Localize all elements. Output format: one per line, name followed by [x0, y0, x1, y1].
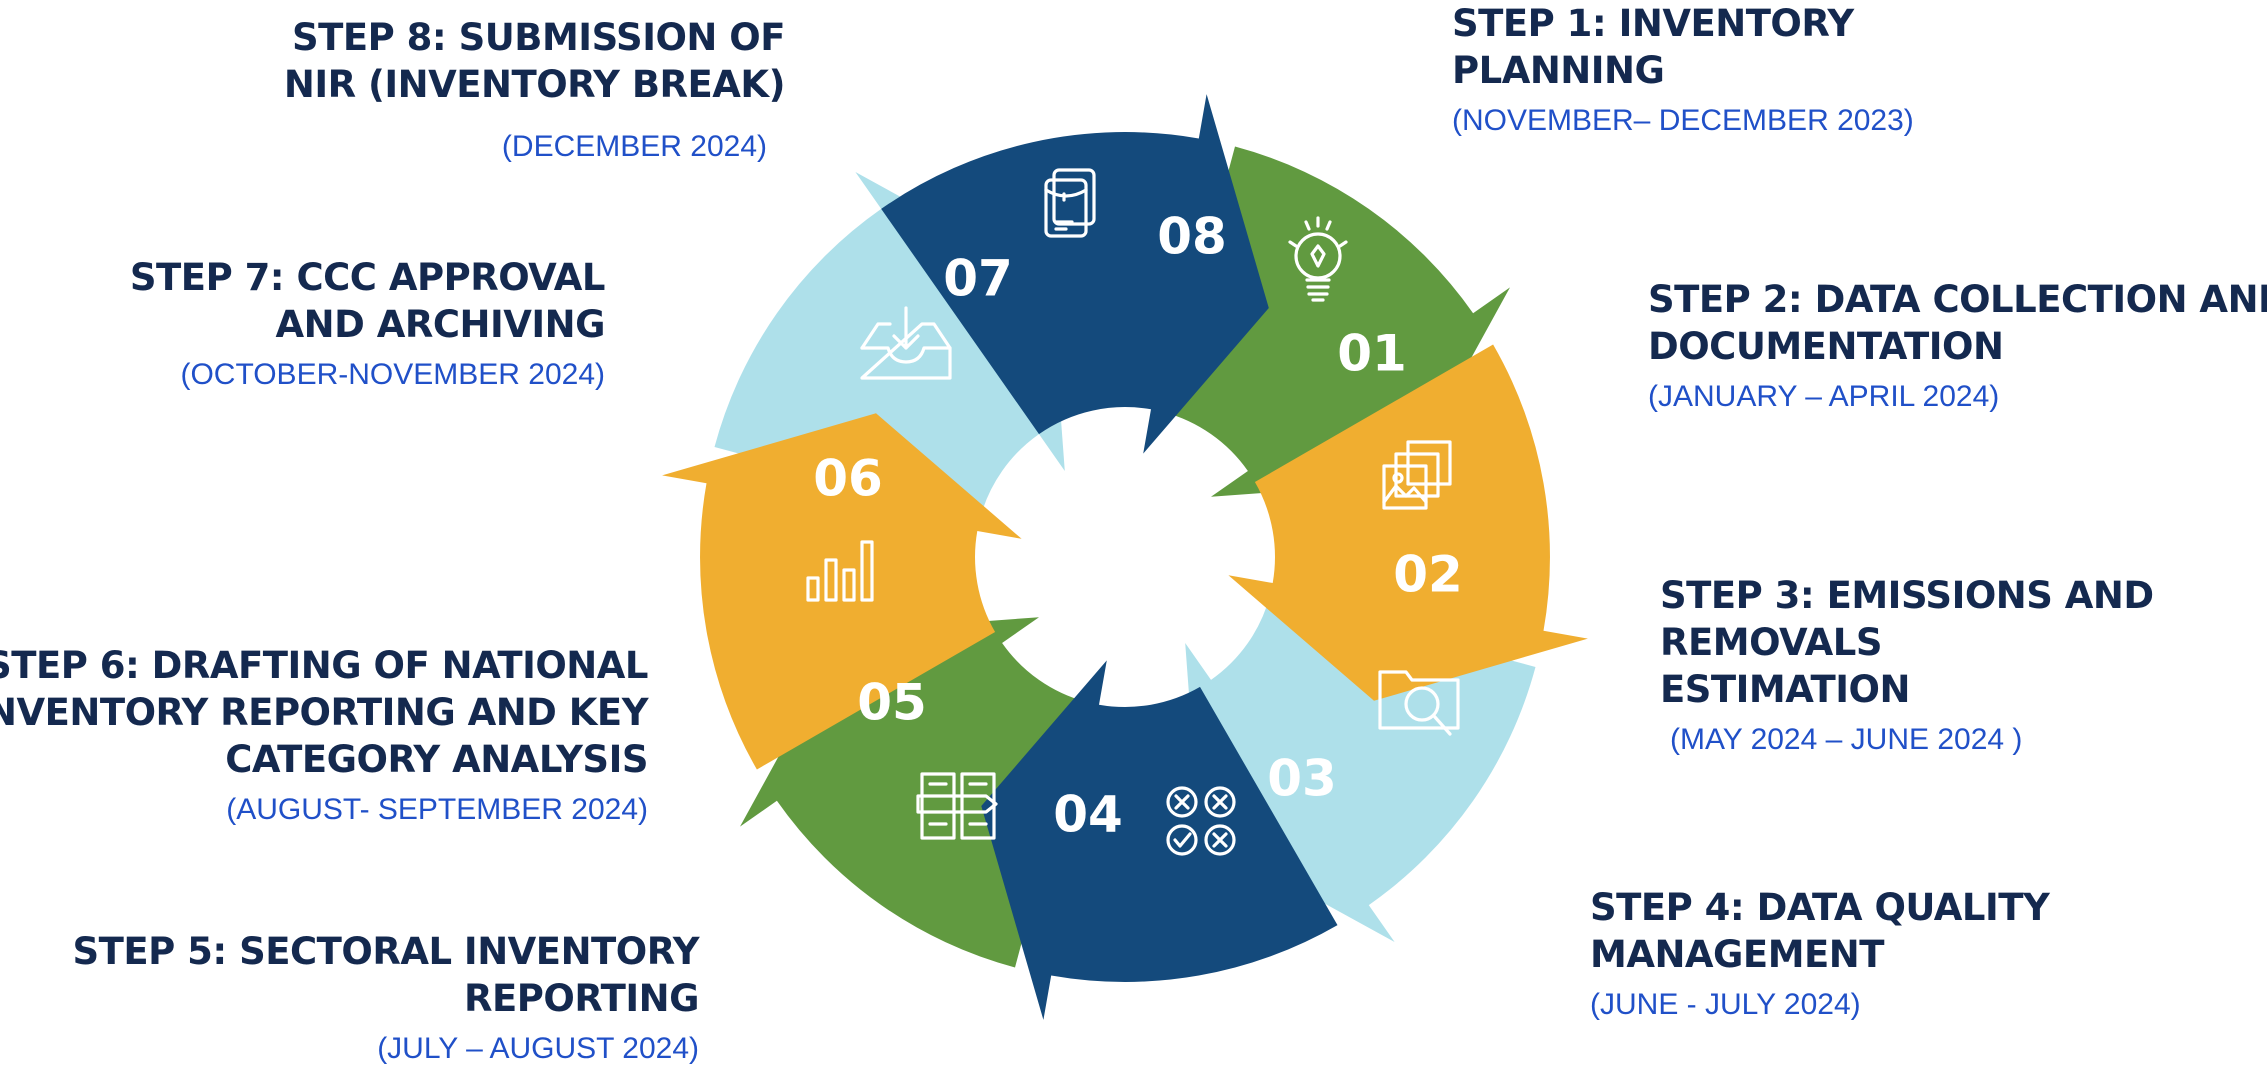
step-3-label: STEP 3: EMISSIONS AND REMOVALS ESTIMATIO…	[1660, 572, 2154, 757]
step-5-label: STEP 5: SECTORAL INVENTORY REPORTING (JU…	[73, 928, 700, 1066]
cycle-arrow-07	[662, 413, 1022, 770]
step-8-number: 08	[1157, 208, 1227, 266]
step-2-label: STEP 2: DATA COLLECTION AND DOCUMENTATIO…	[1648, 276, 2267, 414]
step-6-date: (AUGUST- SEPTEMBER 2024)	[226, 793, 648, 826]
step-6-number: 06	[813, 450, 883, 508]
step-2-date: (JANUARY – APRIL 2024)	[1648, 380, 2000, 413]
folder-search-icon	[1378, 670, 1460, 736]
documents-icon	[1044, 168, 1096, 238]
image-stack-icon	[1382, 440, 1452, 510]
inbox-download-icon	[860, 306, 952, 380]
step-5-number: 05	[857, 674, 927, 732]
step-6-title-line: INVENTORY REPORTING AND KEY	[0, 691, 649, 734]
step-6-title: STEP 6: DRAFTING OF NATIONAL INVENTORY R…	[0, 642, 649, 783]
step-7-date: (OCTOBER-NOVEMBER 2024)	[180, 358, 605, 391]
check-cross-grid-icon	[1166, 786, 1236, 856]
bar-chart-icon	[806, 540, 874, 602]
step-8-date: (DECEMBER 2024)	[501, 130, 767, 163]
cycle-arrow-03	[1228, 344, 1588, 701]
step-3-title-line: STEP 3: EMISSIONS AND	[1660, 574, 2154, 617]
step-7-title-line: STEP 7: CCC APPROVAL	[129, 256, 606, 299]
step-7-title: STEP 7: CCC APPROVAL AND ARCHIVING	[129, 254, 606, 348]
step-5-date: (JULY – AUGUST 2024)	[377, 1032, 699, 1065]
step-4-number: 04	[1053, 786, 1123, 844]
step-8-label: STEP 8: SUBMISSION OF NIR (INVENTORY BRE…	[283, 14, 786, 164]
step-2-title: STEP 2: DATA COLLECTION AND DOCUMENTATIO…	[1648, 276, 2267, 370]
step-1-label: STEP 1: INVENTORY PLANNING (NOVEMBER– DE…	[1452, 0, 1914, 138]
step-4-date: (JUNE - JULY 2024)	[1590, 988, 1861, 1021]
step-6-label: STEP 6: DRAFTING OF NATIONAL INVENTORY R…	[0, 642, 649, 827]
step-1-number: 01	[1337, 325, 1407, 383]
step-2-number: 02	[1393, 546, 1463, 604]
cycle-arrow-01	[881, 94, 1269, 454]
step-5-title: STEP 5: SECTORAL INVENTORY REPORTING	[73, 928, 700, 1022]
step-3-title-line: REMOVALS	[1660, 621, 1883, 664]
step-3-date: (MAY 2024 – JUNE 2024 )	[1670, 723, 2023, 756]
step-6-title-line: CATEGORY ANALYSIS	[225, 738, 648, 781]
step-1-title-line: STEP 1: INVENTORY	[1452, 2, 1854, 45]
step-4-title-line: STEP 4: DATA QUALITY	[1590, 886, 2050, 929]
step-1-date: (NOVEMBER– DECEMBER 2023)	[1452, 104, 1914, 137]
step-3-number: 03	[1267, 750, 1337, 808]
step-4-title: STEP 4: DATA QUALITY MANAGEMENT	[1590, 884, 2050, 978]
cycle-arrow-05	[981, 660, 1338, 1020]
step-4-title-line: MANAGEMENT	[1590, 933, 1885, 976]
step-7-number: 07	[943, 250, 1013, 308]
step-3-title: STEP 3: EMISSIONS AND REMOVALS ESTIMATIO…	[1660, 572, 2154, 713]
step-6-title-line: STEP 6: DRAFTING OF NATIONAL	[0, 644, 649, 687]
step-7-label: STEP 7: CCC APPROVAL AND ARCHIVING (OCTO…	[129, 254, 606, 392]
step-8-title-line: NIR (INVENTORY BREAK)	[283, 63, 786, 106]
step-2-title-line: STEP 2: DATA COLLECTION AND	[1648, 278, 2267, 321]
step-7-title-line: AND ARCHIVING	[275, 303, 606, 346]
step-1-title: STEP 1: INVENTORY PLANNING	[1452, 0, 1914, 94]
step-5-title-line: REPORTING	[463, 977, 700, 1020]
step-8-title: STEP 8: SUBMISSION OF NIR (INVENTORY BRE…	[283, 14, 786, 108]
step-3-title-line: ESTIMATION	[1660, 668, 1910, 711]
lightbulb-icon	[1288, 216, 1348, 302]
step-8-title-line: STEP 8: SUBMISSION OF	[292, 16, 786, 59]
book-pencil-icon	[916, 772, 998, 840]
step-1-title-line: PLANNING	[1452, 49, 1665, 92]
step-5-title-line: STEP 5: SECTORAL INVENTORY	[72, 930, 700, 973]
step-4-label: STEP 4: DATA QUALITY MANAGEMENT (JUNE - …	[1590, 884, 2050, 1022]
step-2-title-line: DOCUMENTATION	[1648, 325, 2004, 368]
